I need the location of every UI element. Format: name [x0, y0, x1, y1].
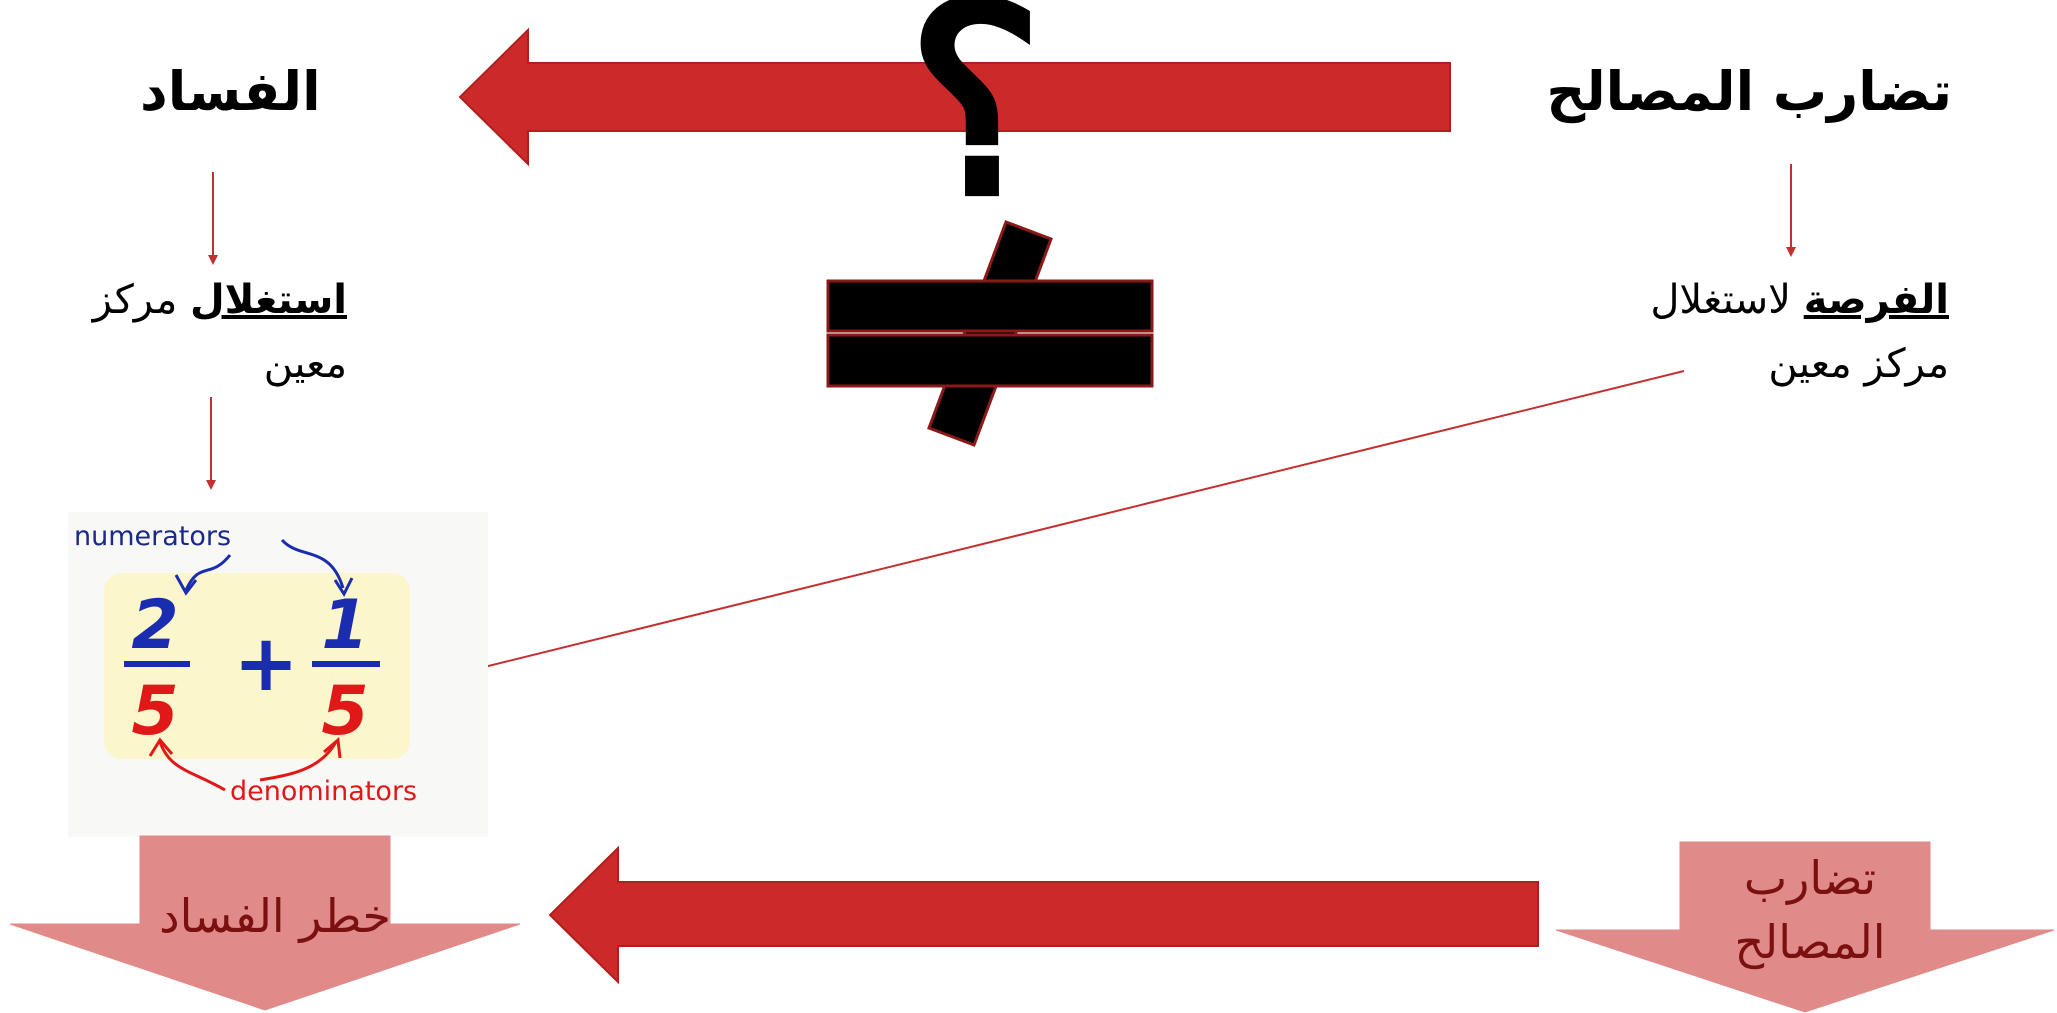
left-line1-rest: مركز: [92, 277, 190, 323]
left-underlined-word: استغلال: [189, 277, 347, 323]
left-title: الفساد: [140, 60, 321, 123]
right-description-line2: مركز معين: [1768, 341, 1949, 387]
fraction-top-note: numerators: [74, 521, 231, 552]
bottom-block-arrow: [548, 845, 1539, 985]
bottom-left-down-arrow: [9, 835, 521, 1011]
not-equal-symbol: [826, 220, 1154, 447]
fraction-image: numerators 2 5 + 1 5 denominators: [68, 512, 488, 837]
bottom-right-down-arrow: [1555, 841, 2055, 1013]
denominator-2: 5: [321, 672, 368, 751]
top-block-arrow: [458, 27, 1451, 167]
right-description-line1: الفرصة لاستغلال: [1650, 268, 1949, 332]
bottom-right-label-line1: تضارب: [1743, 851, 1877, 905]
question-mark: ؟: [906, 0, 1044, 254]
numerator-2: 1: [321, 586, 368, 665]
right-line1-rest: لاستغلال: [1650, 277, 1804, 323]
fraction-bottom-note: denominators: [230, 776, 417, 807]
bottom-right-label-line2: المصالح: [1734, 915, 1886, 969]
plus-operator: +: [233, 619, 298, 709]
right-title: تضارب المصالح: [1546, 60, 1952, 123]
numerator-1: 2: [131, 586, 178, 665]
right-underlined-word: الفرصة: [1803, 277, 1949, 323]
left-description-line1: استغلال مركز: [93, 268, 347, 332]
bottom-right-label: تضارب المصالح: [1690, 846, 1930, 974]
right-description: الفرصة لاستغلال مركز معين: [1650, 268, 1949, 396]
denominator-1: 5: [131, 672, 178, 751]
left-description: استغلال مركز معين: [93, 268, 347, 396]
bottom-left-label: خطر الفساد: [159, 889, 391, 943]
diagonal-arrow: [470, 370, 1685, 673]
left-description-line2: معين: [263, 341, 347, 387]
